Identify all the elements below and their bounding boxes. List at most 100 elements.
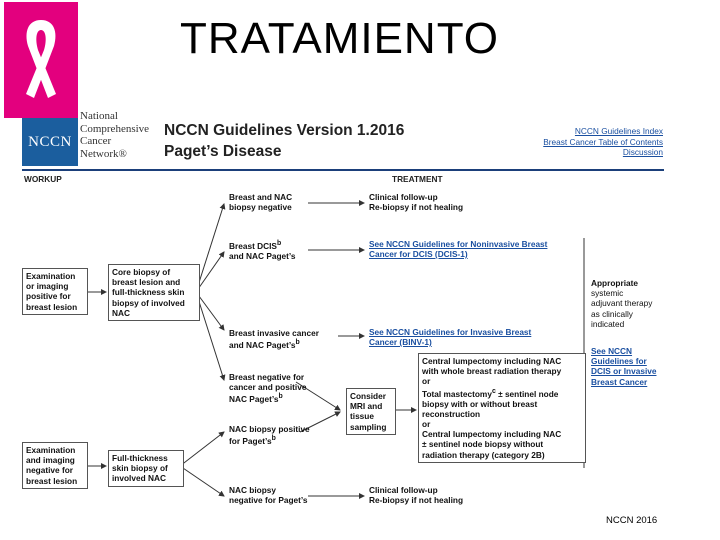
outcome-line: NAC Paget’s bbox=[229, 394, 279, 405]
workup-header: WORKUP bbox=[24, 174, 62, 184]
org-name-line: Network® bbox=[80, 147, 127, 160]
treatment-line: Re-biopsy if not healing bbox=[369, 202, 464, 213]
discussion-link[interactable]: Discussion bbox=[622, 147, 663, 157]
biopsy-line: biopsy of involved bbox=[112, 297, 185, 308]
workup-line: breast lesion bbox=[26, 301, 78, 312]
invasive-guideline-link[interactable]: Cancer (BINV-1) bbox=[369, 337, 432, 348]
treatment-line: Clinical follow-up bbox=[369, 192, 438, 202]
surgical-options-box: Central lumpectomy including NAC with wh… bbox=[418, 353, 586, 463]
outcome-line: NAC biopsy positive bbox=[229, 424, 310, 434]
fullthickness-biopsy-box: Full-thickness skin biopsy of involved N… bbox=[108, 450, 184, 487]
outcome-nac-positive: NAC biopsy positive for Paget’sb bbox=[229, 424, 310, 446]
guidelines-index-link[interactable]: NCCN Guidelines Index bbox=[574, 126, 663, 136]
dcis-invasive-guideline-link[interactable]: Breast Cancer bbox=[591, 376, 648, 387]
org-name-line: Comprehensive bbox=[80, 122, 150, 135]
dcis-invasive-guideline-link[interactable]: See NCCN bbox=[591, 346, 633, 356]
workup-line: positive for bbox=[26, 291, 71, 302]
slide-title: TRATAMIENTO bbox=[180, 14, 499, 63]
surgical-line: Central lumpectomy including NAC bbox=[422, 356, 562, 366]
guidelines-title: NCCN Guidelines Version 1.2016 bbox=[164, 122, 405, 139]
outcome-line: Breast invasive cancer bbox=[229, 328, 319, 338]
consider-line: Consider bbox=[350, 391, 386, 401]
footnote-b: b bbox=[271, 435, 276, 443]
org-name: National Comprehensive Cancer Network® bbox=[80, 110, 149, 160]
biopsy-line: breast lesion and bbox=[112, 277, 181, 288]
outcome-line: and NAC Paget’s bbox=[229, 250, 296, 261]
ribbon-icon bbox=[26, 20, 56, 98]
adjuvant-line: as clinically bbox=[591, 308, 633, 319]
treatment-header: TREATMENT bbox=[392, 174, 443, 184]
pink-ribbon-logo bbox=[4, 2, 78, 118]
outcome-line: negative for Paget’s bbox=[229, 495, 308, 506]
adjuvant-line: systemic bbox=[591, 288, 624, 299]
biopsy-line: NAC bbox=[112, 307, 130, 318]
surgical-line: or bbox=[422, 376, 431, 387]
org-name-line: National bbox=[80, 110, 118, 122]
workup-line: Examination bbox=[26, 271, 76, 281]
surgical-line: Total mastectomy bbox=[422, 388, 492, 399]
outcome-breast-negative: Breast negative for cancer and positive … bbox=[229, 372, 306, 404]
workup-positive-box: Examination or imaging positive for brea… bbox=[22, 268, 88, 315]
biopsy-line: Core biopsy of bbox=[112, 267, 171, 277]
adjuvant-therapy-note: Appropriate systemic adjuvant therapy as… bbox=[591, 278, 652, 329]
header-divider bbox=[22, 169, 664, 171]
adjuvant-line: Appropriate bbox=[591, 278, 639, 288]
outcome-line: NAC biopsy bbox=[229, 485, 277, 495]
outcome-line: for Paget’s bbox=[229, 435, 272, 446]
slide-footer: NCCN 2016 bbox=[606, 515, 658, 526]
dcis-invasive-link[interactable]: See NCCN Guidelines for DCIS or Invasive… bbox=[591, 346, 656, 387]
header-links: NCCN Guidelines Index Breast Cancer Tabl… bbox=[543, 126, 663, 158]
dcis-guideline-link[interactable]: See NCCN Guidelines for Noninvasive Brea… bbox=[369, 239, 548, 249]
dcis-invasive-guideline-link[interactable]: Guidelines for bbox=[591, 356, 647, 367]
guidelines-subtitle: Paget’s Disease bbox=[164, 143, 282, 160]
workup-line: Examination bbox=[26, 445, 76, 455]
outcome-line: Breast DCIS bbox=[229, 240, 277, 251]
consider-line: MRI and bbox=[350, 401, 383, 412]
biopsy-line: skin biopsy of bbox=[112, 463, 168, 474]
org-name-line: Cancer bbox=[80, 135, 112, 147]
biopsy-line: involved NAC bbox=[112, 473, 166, 484]
outcome-line: Breast and NAC bbox=[229, 192, 293, 202]
outcome-nac-negative-paget: NAC biopsy negative for Paget’s bbox=[229, 485, 308, 505]
treatment-invasive-link[interactable]: See NCCN Guidelines for Invasive Breast … bbox=[369, 327, 531, 347]
treatment-line: Re-biopsy if not healing bbox=[369, 495, 464, 506]
consider-line: sampling bbox=[350, 421, 387, 432]
consider-line: tissue bbox=[350, 411, 374, 422]
surgical-line: ± sentinel node biopsy without bbox=[422, 439, 544, 450]
surgical-line: reconstruction bbox=[422, 408, 481, 419]
outcome-nac-negative: Breast and NAC biopsy negative bbox=[229, 192, 292, 212]
footnote-b: b bbox=[278, 393, 283, 401]
biopsy-line: full-thickness skin bbox=[112, 287, 185, 298]
outcome-invasive: Breast invasive cancer and NAC Paget’sb bbox=[229, 328, 319, 350]
invasive-guideline-link[interactable]: See NCCN Guidelines for Invasive Breast bbox=[369, 327, 532, 337]
core-biopsy-box: Core biopsy of breast lesion and full-th… bbox=[108, 264, 200, 322]
surgical-line: radiation therapy (category 2B) bbox=[422, 449, 545, 460]
outcome-dcis: Breast DCISb and NAC Paget’s bbox=[229, 239, 296, 261]
surgical-line: with whole breast radiation therapy bbox=[422, 366, 562, 377]
surgical-line: ± sentinel node bbox=[495, 388, 559, 399]
surgical-line: biopsy with or without breast bbox=[422, 398, 538, 409]
dcis-invasive-guideline-link[interactable]: DCIS or Invasive bbox=[591, 366, 657, 377]
workup-line: and imaging bbox=[26, 455, 75, 466]
consider-mri-box: Consider MRI and tissue sampling bbox=[346, 388, 396, 435]
treatment-dcis-link[interactable]: See NCCN Guidelines for Noninvasive Brea… bbox=[369, 239, 547, 259]
workup-line: negative for bbox=[26, 465, 74, 476]
treatment-line: Clinical follow-up bbox=[369, 485, 438, 495]
outcome-line: biopsy negative bbox=[229, 202, 292, 213]
surgical-line: Central lumpectomy including NAC bbox=[422, 429, 562, 440]
footnote-b: b bbox=[276, 240, 282, 247]
outcome-line: cancer and positive bbox=[229, 382, 307, 393]
workup-line: breast lesion bbox=[26, 475, 78, 486]
workup-line: or imaging bbox=[26, 281, 69, 292]
outcome-line: and NAC Paget’s bbox=[229, 339, 296, 350]
treatment-followup-2: Clinical follow-up Re-biopsy if not heal… bbox=[369, 485, 463, 505]
workup-negative-box: Examination and imaging negative for bre… bbox=[22, 442, 88, 489]
dcis-guideline-link[interactable]: Cancer for DCIS (DCIS-1) bbox=[369, 249, 468, 260]
footnote-c: c bbox=[491, 387, 496, 395]
outcome-line: Breast negative for bbox=[229, 372, 305, 382]
footnote-b: b bbox=[295, 339, 300, 347]
adjuvant-line: adjuvant therapy bbox=[591, 298, 653, 309]
table-of-contents-link[interactable]: Breast Cancer Table of Contents bbox=[543, 136, 663, 147]
adjuvant-line: indicated bbox=[591, 318, 625, 329]
biopsy-line: Full-thickness bbox=[112, 453, 168, 463]
